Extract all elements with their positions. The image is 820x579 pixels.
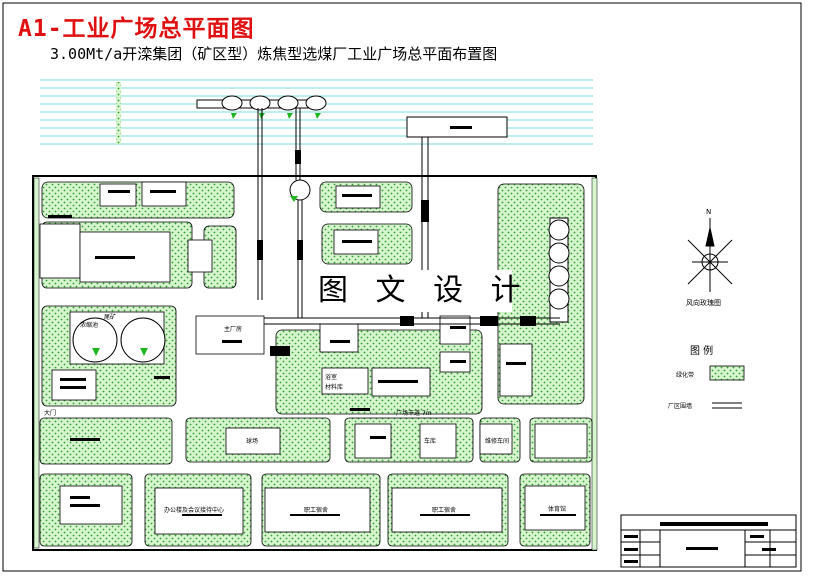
gate-label: 大门 (44, 410, 57, 417)
building-field: 球场 (246, 438, 259, 445)
page-subtitle: 3.00Mt/a开滦集团（矿区型）炼焦型选煤厂工业广场总平面布置图 (50, 45, 498, 63)
outer-frame (2, 2, 802, 572)
rail-lines (40, 79, 593, 145)
building-bath: 浴室 (325, 374, 338, 381)
compass-rose (687, 218, 733, 292)
silo-conveyor (196, 95, 508, 138)
building-sports: 体育馆 (548, 506, 567, 513)
building-repair: 维修车间 (485, 438, 510, 445)
building-tailing: 尾矿 (104, 314, 117, 321)
building-dorm-2: 职工宿舍 (432, 507, 457, 514)
right-silos (548, 217, 570, 323)
title-block (620, 514, 797, 568)
thickener-pools (72, 179, 311, 363)
building-dorm-1: 职工宿舍 (304, 507, 329, 514)
legend-item-green: 绿化带 (676, 372, 695, 379)
page-title: A1-工业广场总平面图 (18, 16, 255, 42)
building-main-plant: 主厂房 (224, 326, 243, 333)
building-material: 材料库 (325, 384, 344, 391)
legend-green-swatch (709, 365, 745, 381)
silo-arrows (231, 113, 321, 119)
legend-item-wall: 厂区围墙 (668, 403, 693, 410)
building-tags (48, 190, 576, 516)
compass-north: N (706, 208, 712, 216)
watermark-label: 图 文 设 计 (318, 270, 521, 312)
building-pool: 浓缩池 (80, 322, 99, 329)
rail-green-strip (116, 82, 121, 144)
road-label: 广场干道 7m (396, 410, 432, 417)
building-garage: 车库 (424, 438, 437, 445)
compass-label: 风向玫瑰图 (686, 299, 721, 307)
building-office-center: 办公楼及会议接待中心 (164, 507, 225, 514)
legend-title: 图 例 (690, 346, 714, 357)
